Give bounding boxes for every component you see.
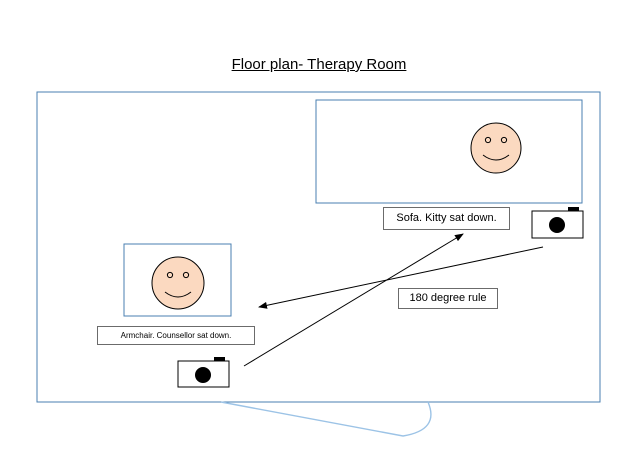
smiley-face-icon	[151, 256, 205, 310]
armchair-label: Armchair. Counsellor sat down.	[97, 326, 255, 345]
sofa	[315, 99, 583, 204]
sight-line-arrow	[243, 233, 464, 367]
smiley-face-icon	[470, 122, 522, 174]
rule-label: 180 degree rule	[398, 288, 498, 309]
armchair	[123, 243, 232, 317]
page-title: Floor plan- Therapy Room	[231, 56, 407, 73]
room-outline	[36, 91, 601, 403]
sofa-label: Sofa. Kitty sat down.	[383, 207, 510, 230]
door-arc	[220, 401, 432, 437]
camera-icon	[177, 357, 230, 388]
camera-icon	[531, 207, 584, 239]
sight-line-arrow	[258, 246, 544, 309]
